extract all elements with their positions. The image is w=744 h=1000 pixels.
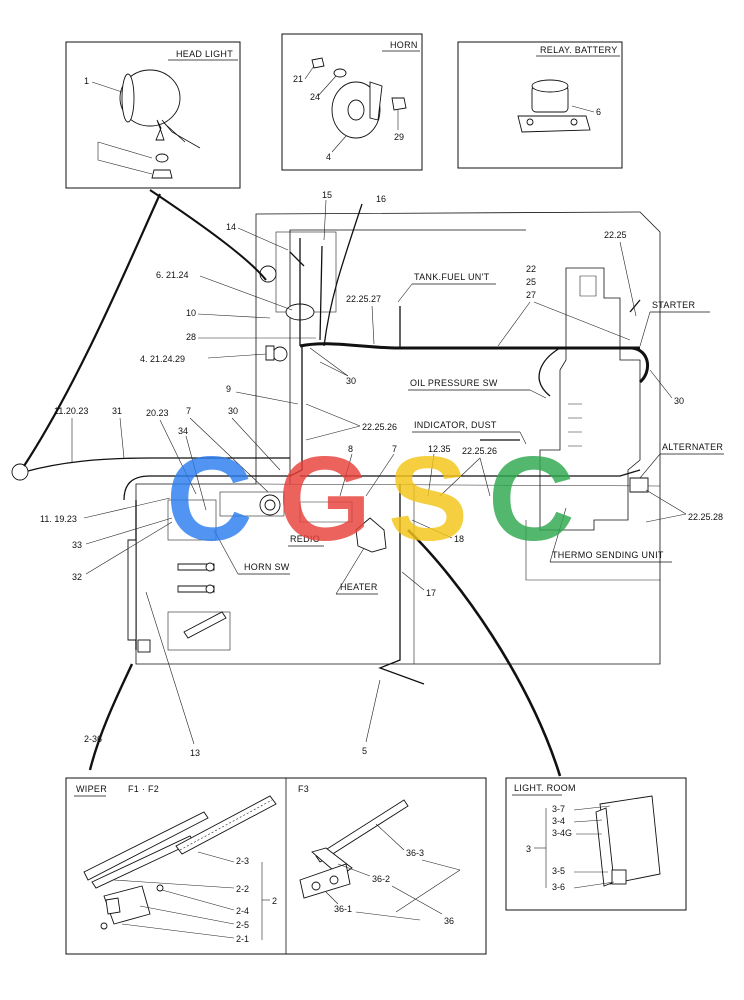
starter-label: STARTER (652, 300, 695, 310)
callout-30b: 30 (674, 396, 684, 406)
callout-30c: 30 (228, 406, 238, 416)
callout-7a: 7 (186, 406, 191, 416)
wiper-part-2-5: 2-5 (236, 920, 249, 930)
wiper-part-2-1: 2-1 (236, 934, 249, 944)
wiper-callouts: 2-3 2-2 2-4 2-5 2-1 2 (113, 851, 277, 944)
wiring (11, 189, 649, 777)
light-room-part-3-4g: 3-4G (552, 828, 572, 838)
callout-8: 8 (348, 444, 353, 454)
light-room-part-3-7: 3-7 (552, 804, 565, 814)
heater-label: HEATER (340, 582, 378, 592)
redio-label: REDIO (290, 534, 320, 544)
callout-14: 14 (226, 222, 236, 232)
callout-22-25-28: 22.25.28 (688, 512, 723, 522)
callout-31: 31 (112, 406, 122, 416)
callout-22-25-26b: 22.25.26 (462, 446, 497, 456)
f3-group-36: 36 (444, 916, 454, 926)
callout-30a: 30 (346, 376, 356, 386)
relay-battery-inset: RELAY. BATTERY 6 (457, 41, 623, 169)
callout-27: 27 (526, 290, 536, 300)
thermo-sending-unit-label: THERMO SENDING UNIT (552, 550, 664, 560)
f3-part-36-2: 36-2 (372, 874, 390, 884)
wiper-part-2-4: 2-4 (236, 906, 249, 916)
wiper-part-2-3: 2-3 (236, 856, 249, 866)
callout-10: 10 (186, 308, 196, 318)
callout-4-21-24-29: 4. 21.24.29 (140, 354, 185, 364)
callout-9: 9 (226, 384, 231, 394)
head-light-title: HEAD LIGHT (176, 49, 233, 59)
callout-24: 24 (310, 92, 320, 102)
watermark-letter-c1: C (166, 432, 253, 566)
main-assembly (135, 211, 661, 665)
callout-5: 5 (362, 746, 367, 756)
callout-22: 22 (526, 264, 536, 274)
callout-16: 16 (376, 194, 386, 204)
light-room-part-3-5: 3-5 (552, 866, 565, 876)
callout-20-23: 20.23 (146, 408, 169, 418)
light-room-inset: LIGHT. ROOM 3-7 3-4 3-4G 3-5 3-6 3 (505, 777, 687, 911)
tank-fuel-unit-label: TANK.FUEL UN'T (414, 272, 490, 282)
watermark-letter-c2: C (488, 432, 575, 566)
callout-25: 25 (526, 277, 536, 287)
wiper-part-2-2: 2-2 (236, 884, 249, 894)
f3-callouts: 36-3 36-2 36-1 36 (325, 823, 461, 926)
horn-inset: HORN 21 24 4 29 (281, 33, 423, 171)
head-light-inset: HEAD LIGHT 1 (65, 41, 241, 189)
light-room-title: LIGHT. ROOM (514, 783, 576, 793)
callout-29: 29 (394, 132, 404, 142)
callout-13: 13 (190, 748, 200, 758)
relay-battery-title: RELAY. BATTERY (540, 45, 618, 55)
horn-sw-label: HORN SW (244, 562, 290, 572)
callout-2-36: 2-36 (84, 734, 102, 744)
callout-22-25-27: 22.25.27 (346, 294, 381, 304)
callout-32: 32 (72, 572, 82, 582)
f3-part-36-3: 36-3 (406, 848, 424, 858)
light-room-group-3: 3 (526, 844, 531, 854)
f3-title: F3 (298, 784, 309, 794)
callout-22-25-26a: 22.25.26 (362, 422, 397, 432)
watermark-letter-g: G (278, 432, 371, 566)
callout-11-19-23: 11. 19.23 (40, 514, 77, 524)
callout-22-25: 22.25 (604, 230, 627, 240)
callout-18: 18 (454, 534, 464, 544)
callout-6: 6 (596, 107, 601, 117)
callout-21: 21 (293, 74, 303, 84)
callout-12-35: 12.35 (428, 444, 451, 454)
callout-17: 17 (426, 588, 436, 598)
callout-4: 4 (326, 152, 331, 162)
callout-15: 15 (322, 190, 332, 200)
horn-title: HORN (390, 40, 418, 50)
watermark-letter-s: S (388, 432, 468, 566)
callout-6-21-24: 6. 21.24 (156, 270, 189, 280)
callout-33: 33 (72, 540, 82, 550)
callout-1: 1 (84, 76, 89, 86)
watermark: C G S C (166, 432, 575, 566)
wiper-group-2: 2 (272, 896, 277, 906)
wiper-inset: WIPER F1 · F2 2-3 2-2 2-4 2-5 2-1 2 F3 (65, 777, 487, 955)
callout-28: 28 (186, 332, 196, 342)
callout-34: 34 (178, 426, 188, 436)
indicator-dust-label: INDICATOR, DUST (414, 420, 497, 430)
callout-11-20-23: 11.20.23 (54, 406, 88, 416)
light-room-part-3-4: 3-4 (552, 816, 565, 826)
main-callouts: 15 16 14 6. 21.24 22.25.27 TANK.FUEL UN'… (40, 190, 724, 758)
callout-7b: 7 (392, 444, 397, 454)
oil-pressure-sw-label: OIL PRESSURE SW (410, 378, 498, 388)
light-room-callouts: 3-7 3-4 3-4G 3-5 3-6 3 (526, 804, 615, 892)
wiper-variant-label: F1 · F2 (128, 784, 159, 794)
light-room-part-3-6: 3-6 (552, 882, 565, 892)
wiper-title: WIPER (76, 784, 107, 794)
f3-part-36-1: 36-1 (334, 904, 352, 914)
alternater-label: ALTERNATER (662, 442, 723, 452)
